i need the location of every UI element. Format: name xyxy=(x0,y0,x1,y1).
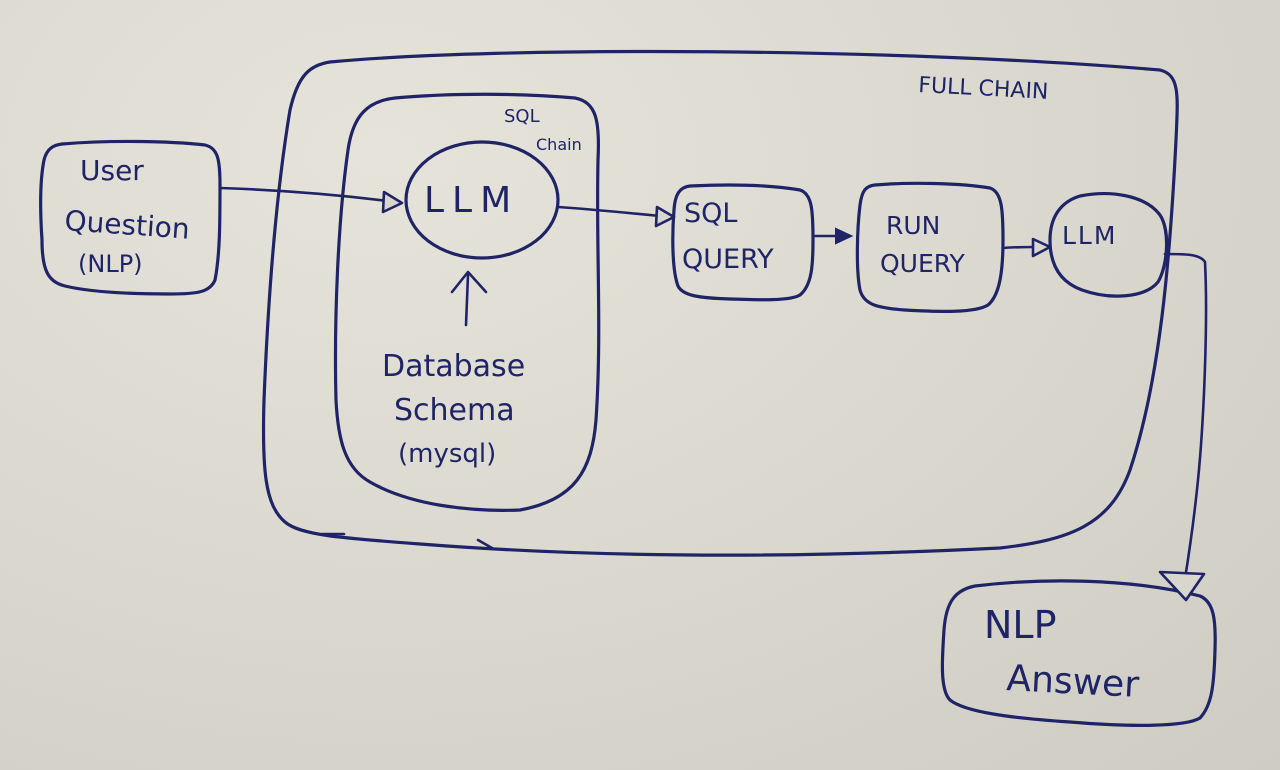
llm-2-node xyxy=(1048,192,1169,298)
arrowhead-schema-to-llm xyxy=(450,270,488,294)
full-chain-container xyxy=(261,49,1179,557)
arrow-schema-to-llm xyxy=(464,273,470,327)
user-question-box xyxy=(39,139,222,296)
sql-chain-container xyxy=(333,92,601,512)
database-schema-label: (mysql) xyxy=(398,439,496,469)
arrow-llm-to-nlp-answer xyxy=(1163,252,1208,587)
llm-2-label: LLM xyxy=(1062,221,1117,250)
run-query-label: RUN xyxy=(886,211,940,240)
full-chain-label: FULL CHAIN xyxy=(918,73,1049,105)
arrow-run-query-to-llm xyxy=(1001,245,1038,250)
sql-query-box xyxy=(671,183,815,302)
user-question-label: User xyxy=(80,154,144,187)
sql-query-label: QUERY xyxy=(682,244,774,275)
database-schema-label: Schema xyxy=(394,393,515,428)
nlp-answer-box xyxy=(940,579,1217,727)
run-query-label: QUERY xyxy=(880,249,966,278)
sql-query-label: SQL xyxy=(684,198,737,229)
arrowhead-run-query-to-llm xyxy=(1031,237,1052,258)
ink-mark xyxy=(476,538,494,550)
nlp-answer-label: Answer xyxy=(1006,658,1141,706)
run-query-box xyxy=(855,181,1005,314)
sql-chain-label: SQL xyxy=(504,106,540,127)
arrow-llm-to-sql-query xyxy=(556,205,662,218)
user-question-label: (NLP) xyxy=(78,250,143,278)
nlp-answer-label: NLP xyxy=(984,603,1057,647)
sql-chain-label: Chain xyxy=(536,135,582,154)
user-question-label: Question xyxy=(64,204,191,246)
arrowhead-sql-query-to-run-query xyxy=(835,227,854,245)
llm-1-label: LLM xyxy=(424,180,519,221)
database-schema-label: Database xyxy=(382,349,525,384)
arrowhead-question-to-llm xyxy=(381,190,404,214)
arrow-question-to-llm xyxy=(218,186,390,203)
llm-1-node xyxy=(404,140,560,260)
arrowhead-llm-to-nlp-answer xyxy=(1158,570,1206,602)
arrowhead-llm-to-sql-query xyxy=(654,205,676,228)
